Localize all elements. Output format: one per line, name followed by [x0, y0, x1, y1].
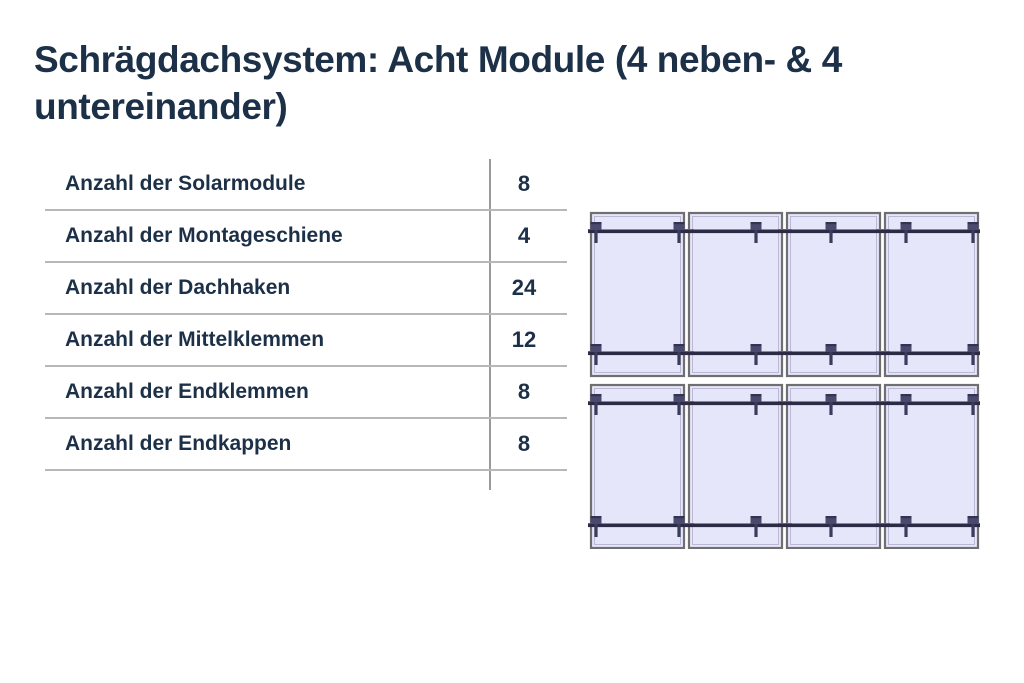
module-row-2: [588, 383, 980, 549]
table-row: Anzahl der Solarmodule 8: [45, 159, 567, 211]
row-label: Anzahl der Solarmodule: [65, 172, 306, 195]
table-row: Anzahl der Dachhaken 24: [45, 263, 567, 315]
mounting-rail: [588, 523, 980, 528]
row-value: 8: [517, 379, 531, 404]
table-vertical-divider: [489, 159, 491, 490]
row-value: 12: [511, 327, 537, 352]
table-row: Anzahl der Montageschiene 4: [45, 211, 567, 263]
table-row: Anzahl der Mittelklemmen 12: [45, 315, 567, 367]
row-value: 4: [517, 223, 531, 248]
solar-array-diagram: [588, 209, 980, 549]
page-title: Schrägdachsystem: Acht Module (4 neben- …: [34, 39, 852, 128]
module-row-1: [588, 211, 980, 378]
row-label: Anzahl der Endklemmen: [65, 380, 309, 403]
row-label: Anzahl der Endkappen: [65, 432, 292, 455]
solar-module: [589, 211, 686, 378]
table-row: Anzahl der Endklemmen 8: [45, 367, 567, 419]
row-label: Anzahl der Mittelklemmen: [65, 328, 325, 351]
row-value: 8: [517, 431, 531, 456]
row-value: 24: [511, 275, 537, 300]
table-row: Anzahl der Endkappen 8: [45, 419, 567, 471]
solar-module: [589, 383, 686, 549]
row-value: 8: [517, 171, 531, 196]
row-label: Anzahl der Montageschiene: [65, 224, 343, 247]
spec-table: Anzahl der Solarmodule 8 Anzahl der Mont…: [45, 159, 567, 471]
mounting-rail: [588, 401, 980, 406]
mounting-rail: [588, 351, 980, 356]
mounting-rail: [588, 229, 980, 234]
solar-array-svg: [588, 211, 980, 549]
solar-module: [687, 383, 784, 549]
solar-module: [687, 211, 784, 378]
row-label: Anzahl der Dachhaken: [65, 276, 291, 299]
